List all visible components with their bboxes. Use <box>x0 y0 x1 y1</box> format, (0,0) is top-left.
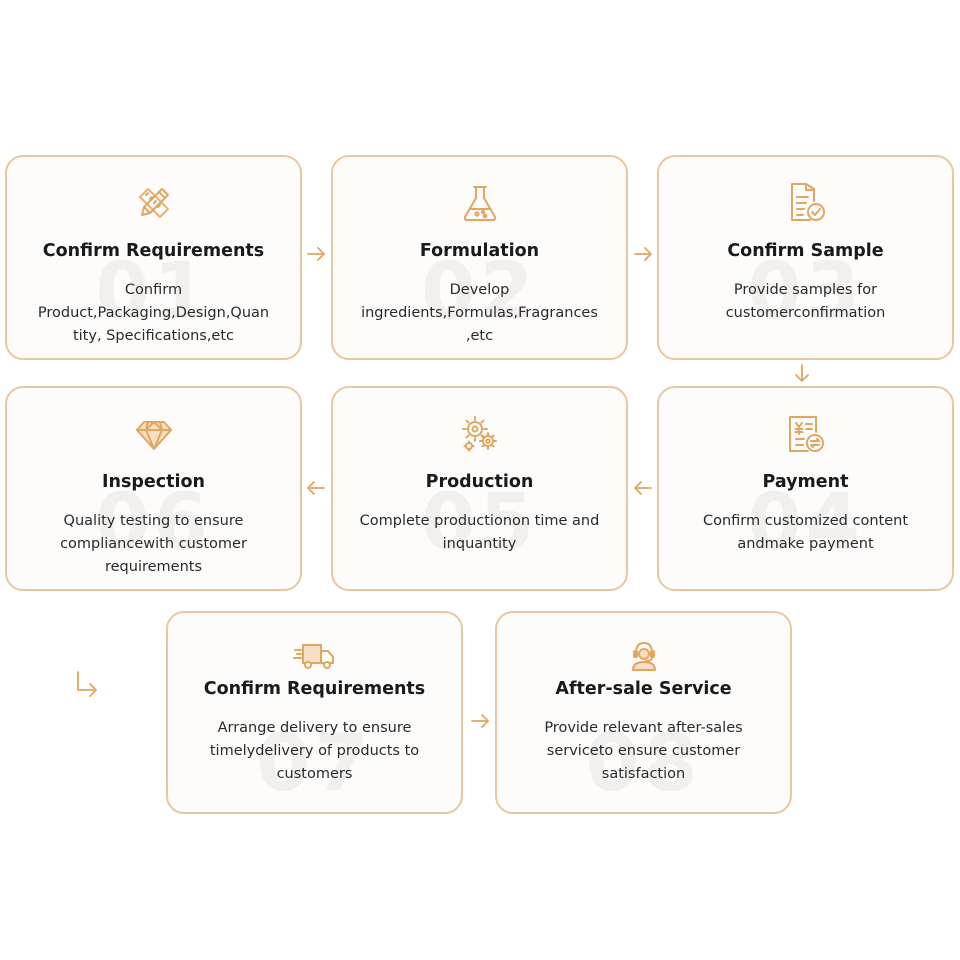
step-number: 08 <box>585 719 702 809</box>
delivery-truck-icon <box>292 641 337 671</box>
step-description: Confirm customized content andmake payme… <box>702 513 909 552</box>
pencil-ruler-icon <box>134 183 174 223</box>
diamond-icon <box>134 414 174 454</box>
step-number: 05 <box>421 478 538 568</box>
step-card-3: 03 Confirm Sample Provide samples for cu… <box>657 155 954 360</box>
step-description: Complete productionon time and inquantit… <box>359 513 600 552</box>
step-description: Arrange delivery to ensure timelydeliver… <box>209 720 420 782</box>
step-description: Confirm Product,Packaging,Design,Quan ti… <box>37 282 270 344</box>
step-title: Inspection <box>101 472 205 492</box>
step-number: 02 <box>421 247 538 337</box>
step-title: Confirm Requirements <box>42 241 265 261</box>
step-card-8: 08 After-sale Service Provide relevant a… <box>495 611 792 814</box>
step-number: 03 <box>747 247 864 337</box>
step-card-4: 04 Payment Confirm customized content an… <box>657 386 954 591</box>
step-card-2: 02 Formulation Develop ingredients,Formu… <box>331 155 628 360</box>
arrow-right-2-3 <box>632 243 654 265</box>
step-title: After-sale Service <box>555 679 732 699</box>
step-card-7: 07 Confirm Requirements Arrange delivery… <box>166 611 463 814</box>
gears-icon <box>460 414 500 454</box>
step-description: Provide samples for customerconfirmation <box>725 282 886 321</box>
step-title: Payment <box>762 472 849 492</box>
step-card-1: 01 Confirm Requirements Confirm Product,… <box>5 155 302 360</box>
step-description: Develop ingredients,Formulas,Fragrances … <box>361 282 598 344</box>
step-number: 06 <box>95 478 212 568</box>
step-title: Confirm Requirements <box>203 679 426 699</box>
step-card-6: 06 Inspection Quality testing to ensure … <box>5 386 302 591</box>
flask-icon <box>460 183 500 223</box>
arrow-right-7-8 <box>469 710 491 732</box>
payment-receipt-icon <box>786 414 826 454</box>
step-number: 01 <box>95 247 212 337</box>
step-description: Quality testing to ensure compliancewith… <box>60 513 247 575</box>
step-title: Confirm Sample <box>727 241 884 261</box>
arrow-left-5-6 <box>305 477 327 499</box>
arrow-right-1-2 <box>305 243 327 265</box>
step-card-5: 05 Production Complete productionon time… <box>331 386 628 591</box>
arrow-left-4-5 <box>632 477 654 499</box>
step-title: Production <box>425 472 534 492</box>
step-number: 07 <box>256 719 373 809</box>
arrow-down-3-4 <box>791 362 813 384</box>
step-description: Provide relevant after-sales serviceto e… <box>544 720 743 782</box>
document-check-icon <box>786 183 826 223</box>
arrow-down-right-6-7 <box>74 670 100 700</box>
step-title: Formulation <box>419 241 540 261</box>
headset-agent-icon <box>622 641 666 671</box>
step-number: 04 <box>747 478 864 568</box>
